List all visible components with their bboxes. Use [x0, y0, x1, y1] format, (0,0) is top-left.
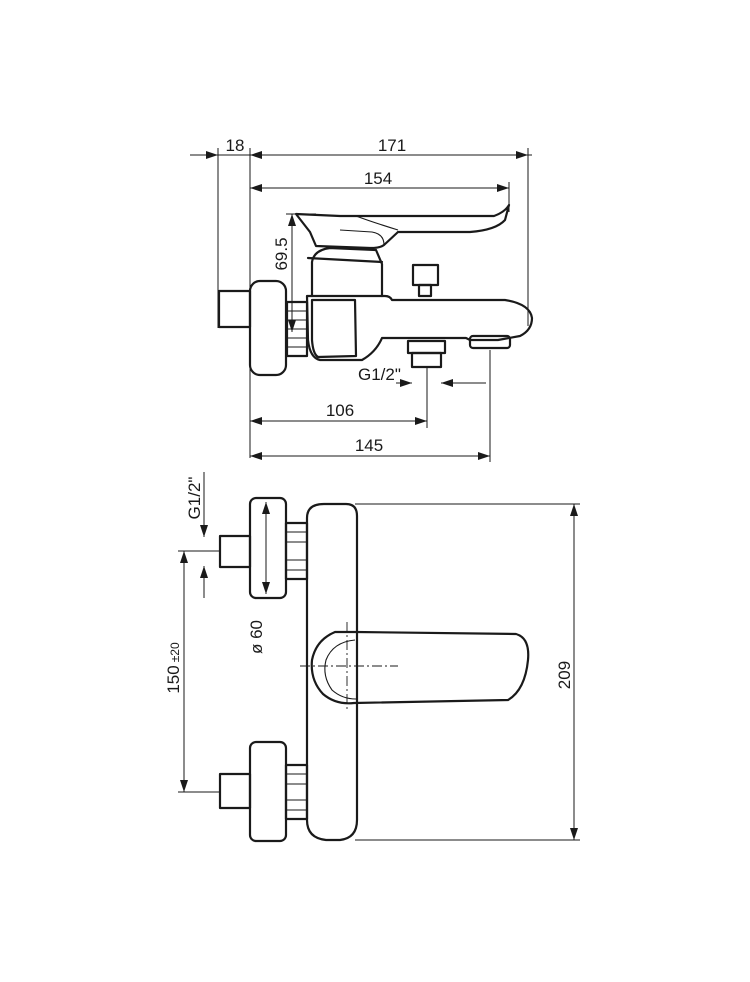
dim-center-distance-label: 150±20 [164, 642, 183, 694]
dim-lever-length [250, 182, 510, 212]
side-faucet-body [294, 203, 534, 369]
dim-wall-offset-label: 18 [226, 136, 245, 155]
dim-overall-width [355, 503, 580, 841]
top-faucet-body [300, 502, 530, 842]
dim-overall-length [190, 148, 532, 458]
top-upper-connector [218, 496, 309, 600]
dim-spout-reach [250, 350, 491, 462]
dim-overall-length-label: 171 [378, 136, 406, 155]
side-view: 18 171 154 69.5 [190, 136, 534, 462]
dim-thread [396, 379, 486, 387]
side-wall-connector [217, 279, 309, 377]
dim-top-thread [200, 472, 208, 598]
dim-flange-diameter [262, 502, 270, 594]
top-thread-label: G1/2" [185, 477, 204, 520]
dim-lever-length-label: 154 [364, 169, 392, 188]
dim-spout-reach-label: 145 [355, 436, 383, 455]
side-thread-label: G1/2" [358, 365, 401, 384]
dim-outlet-distance-label: 106 [326, 401, 354, 420]
top-lower-connector [218, 740, 309, 843]
dim-outlet-distance [250, 367, 428, 428]
dim-flange-diameter-label: ø 60 [247, 620, 266, 654]
dim-center-distance [178, 550, 220, 793]
top-view: G1/2" 150±20 [164, 472, 580, 843]
dim-overall-width-label: 209 [555, 661, 574, 689]
dim-height-label: 69.5 [272, 237, 291, 270]
